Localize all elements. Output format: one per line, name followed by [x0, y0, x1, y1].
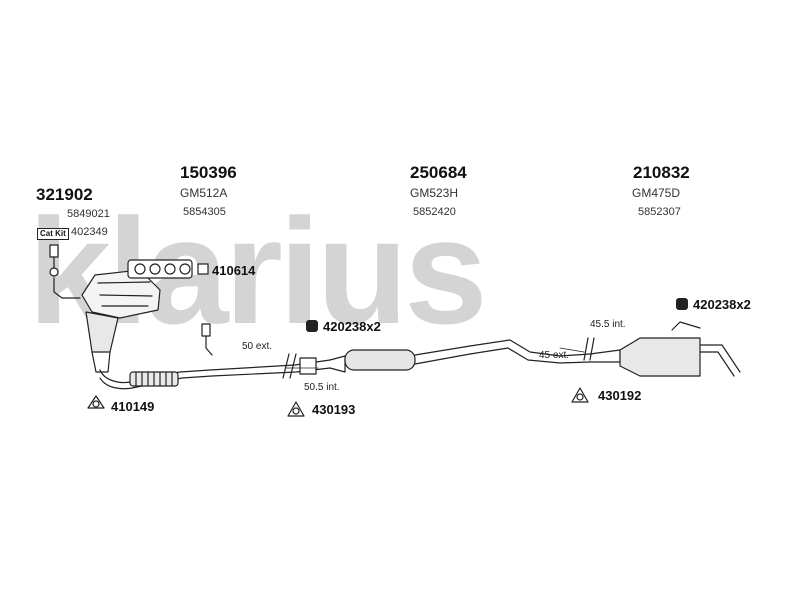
front-pipe — [99, 323, 331, 390]
part-number-321902: 321902 — [36, 185, 93, 204]
gasket-icon — [197, 263, 209, 275]
clamp-icon — [87, 395, 105, 409]
oe-code-GM523H: GM523H — [410, 186, 459, 200]
dim-front-ext: 50 ext. — [242, 341, 273, 352]
fitting-420238x2-mid: 420238x2 — [323, 319, 381, 334]
joint-marker-front — [282, 353, 297, 379]
ref-number-5849021: 5849021 — [67, 208, 110, 220]
part-number-250684: 250684 — [410, 163, 467, 182]
fitting-410614: 410614 — [212, 263, 256, 278]
ref-number-5852307: 5852307 — [638, 206, 681, 218]
part-number-150396: 150396 — [180, 163, 237, 182]
oe-code-GM512A: GM512A — [180, 186, 228, 200]
ref-number-5854305: 5854305 — [183, 206, 226, 218]
dim-rear-int: 45.5 int. — [590, 319, 626, 330]
ref-number-5852420: 5852420 — [413, 206, 456, 218]
fitting-410149: 410149 — [111, 399, 155, 414]
cat-kit-number: 402349 — [71, 226, 108, 238]
cat-kit-badge: Cat Kit — [37, 228, 69, 240]
rubber-mount-icon — [676, 298, 688, 310]
dim-front-int: 50.5 int. — [304, 382, 340, 393]
fitting-430193: 430193 — [312, 402, 356, 417]
fitting-430192: 430192 — [598, 388, 642, 403]
rear-silencer — [589, 321, 741, 377]
part-number-210832: 210832 — [633, 163, 690, 182]
dim-rear-ext: 45 ext. — [539, 350, 570, 361]
oe-code-GM475D: GM475D — [632, 186, 681, 200]
joint-marker-rear — [583, 337, 595, 361]
fitting-420238x2-rear: 420238x2 — [693, 297, 751, 312]
rear-leader-line — [559, 347, 585, 353]
centre-silencer — [299, 339, 591, 375]
manifold-catalyst — [49, 244, 161, 373]
clamp-icon — [287, 401, 305, 417]
clamp-icon — [571, 387, 589, 403]
rubber-mount-icon — [306, 320, 318, 332]
manifold-gasket — [127, 259, 193, 279]
